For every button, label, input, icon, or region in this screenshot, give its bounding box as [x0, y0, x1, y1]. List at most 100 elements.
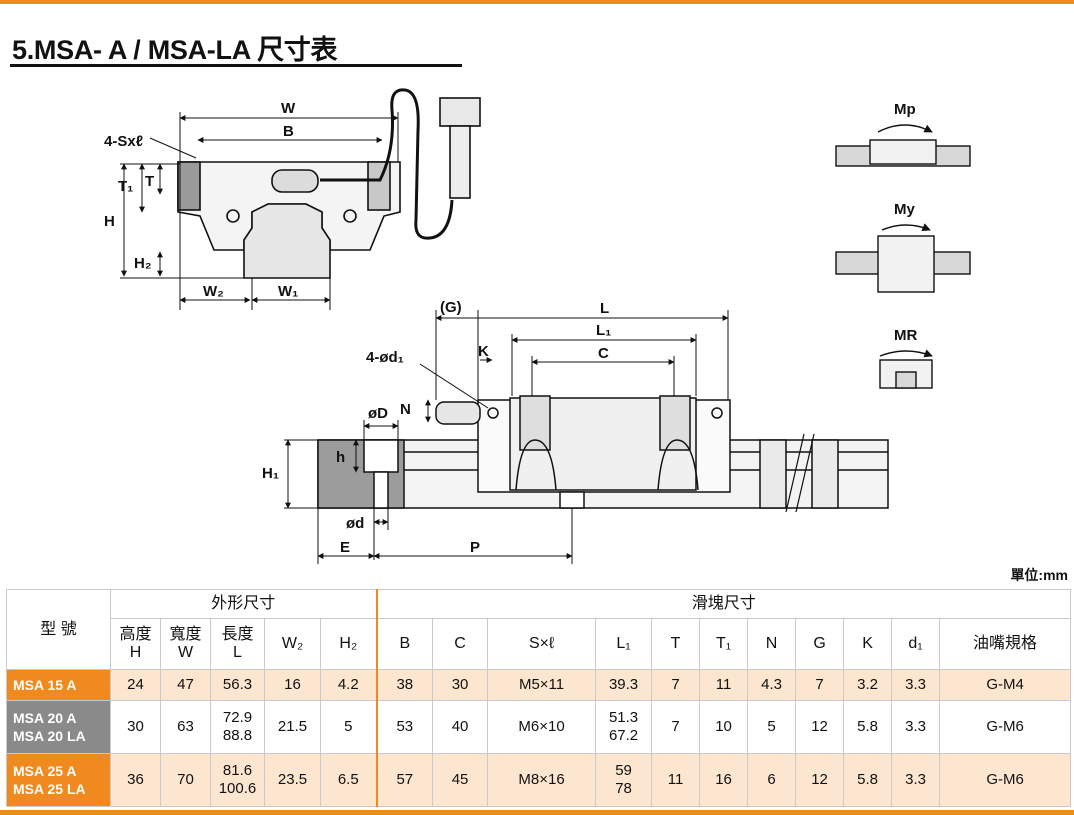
- side-dimensions: [284, 310, 729, 564]
- cell-l1: 39.3: [595, 669, 653, 701]
- dim-label-w: W: [281, 100, 296, 117]
- header-c: C: [432, 618, 489, 670]
- front-dimensions: [120, 112, 399, 310]
- front-view: [177, 88, 481, 279]
- header-d1: d₁: [891, 618, 941, 670]
- cell-t1: 10: [699, 700, 749, 754]
- dim-label-d1: 4-ød₁: [366, 349, 404, 366]
- header-l1: L₁: [595, 618, 653, 670]
- cell-w: 47: [160, 669, 211, 701]
- cell-w2: 23.5: [264, 753, 321, 807]
- model-cell: MSA 15 A: [6, 669, 111, 701]
- header-b: B: [375, 618, 434, 670]
- cell-k: 3.2: [843, 669, 893, 701]
- header-model: 型 號: [6, 589, 111, 670]
- moment-label-my: My: [894, 201, 915, 218]
- cell-d1: 3.3: [891, 700, 941, 754]
- cell-t: 11: [651, 753, 701, 807]
- cell-l: 56.3: [210, 669, 265, 701]
- dim-label-d-large: øD: [368, 405, 388, 422]
- dim-label-e: E: [340, 539, 350, 556]
- header-outer-dimensions: 外形尺寸: [109, 589, 378, 619]
- cell-w2: 21.5: [264, 700, 321, 754]
- cell-sxl: M5×11: [487, 669, 597, 701]
- cell-sxl: M8×16: [487, 753, 597, 807]
- dim-label-h1: H₁: [262, 465, 279, 482]
- header-t1: T₁: [699, 618, 749, 670]
- cell-g: 12: [795, 700, 845, 754]
- dim-label-h-small: h: [336, 449, 345, 466]
- cell-c: 40: [432, 700, 489, 754]
- dim-label-b: B: [283, 123, 294, 140]
- dim-label-t1: T₁: [118, 178, 133, 195]
- top-accent-rule: [0, 0, 1074, 4]
- cell-g: 12: [795, 753, 845, 807]
- header-g: G: [795, 618, 845, 670]
- cell-h2: 6.5: [319, 753, 378, 807]
- dim-label-t: T: [145, 173, 154, 190]
- dim-label-g: (G): [440, 299, 462, 316]
- unit-label: 單位:mm: [1010, 567, 1068, 583]
- cell-nipple: G-M4: [939, 669, 1072, 701]
- cell-b: 57: [375, 753, 434, 807]
- header-block-dimensions: 滑塊尺寸: [375, 589, 1072, 619]
- cell-h: 30: [110, 700, 161, 754]
- moment-label-mr: MR: [894, 327, 917, 344]
- cell-w2: 16: [264, 669, 321, 701]
- header-nipple: 油嘴規格: [939, 618, 1072, 670]
- dim-label-l: L: [600, 300, 609, 317]
- header-t: T: [651, 618, 701, 670]
- dim-label-p: P: [470, 539, 480, 556]
- cell-h: 36: [110, 753, 161, 807]
- dim-label-c: C: [598, 345, 609, 362]
- dim-label-sxl: 4-Sxℓ: [104, 133, 143, 150]
- dim-label-d-small: ød: [346, 515, 364, 532]
- cell-h2: 4.2: [319, 669, 378, 701]
- cell-b: 38: [375, 669, 434, 701]
- front-labels: W B 4-Sxℓ T₁ T H H₂ W₂ W₁: [104, 100, 298, 300]
- cell-n: 4.3: [747, 669, 797, 701]
- dim-label-k: K: [478, 343, 489, 360]
- cell-t1: 11: [699, 669, 749, 701]
- cell-d1: 3.3: [891, 669, 941, 701]
- header-sxl: S×ℓ: [487, 618, 597, 670]
- title-underline: [10, 64, 462, 67]
- side-labels: (G) L L₁ K C 4-ød₁ øD N H₁ h ød E P: [262, 299, 611, 556]
- cell-n: 5: [747, 700, 797, 754]
- cell-w: 63: [160, 700, 211, 754]
- cell-t: 7: [651, 700, 701, 754]
- cell-t1: 16: [699, 753, 749, 807]
- cell-sxl: M6×10: [487, 700, 597, 754]
- cell-d1: 3.3: [891, 753, 941, 807]
- dim-label-w2: W₂: [203, 283, 224, 300]
- cell-h2: 5: [319, 700, 378, 754]
- dim-label-l1: L₁: [596, 322, 611, 339]
- moment-diagrams: [835, 124, 971, 389]
- table-row: MSA 15 A 24 47 56.3 16 4.2 38 30 M5×11 3…: [6, 669, 1072, 701]
- cell-k: 5.8: [843, 700, 893, 754]
- moment-labels: Mp My MR: [894, 101, 917, 344]
- side-view: [317, 395, 889, 513]
- cell-k: 5.8: [843, 753, 893, 807]
- page-title: 5.MSA- A / MSA-LA 尺寸表: [12, 35, 338, 65]
- cell-w: 70: [160, 753, 211, 807]
- header-w2: W₂: [264, 618, 321, 670]
- moment-label-mp: Mp: [894, 101, 916, 118]
- dim-label-n: N: [400, 401, 411, 418]
- header-h2: H₂: [319, 618, 378, 670]
- cell-c: 30: [432, 669, 489, 701]
- header-k: K: [843, 618, 893, 670]
- cell-c: 45: [432, 753, 489, 807]
- dim-label-h2: H₂: [134, 255, 152, 272]
- dim-label-h: H: [104, 213, 115, 230]
